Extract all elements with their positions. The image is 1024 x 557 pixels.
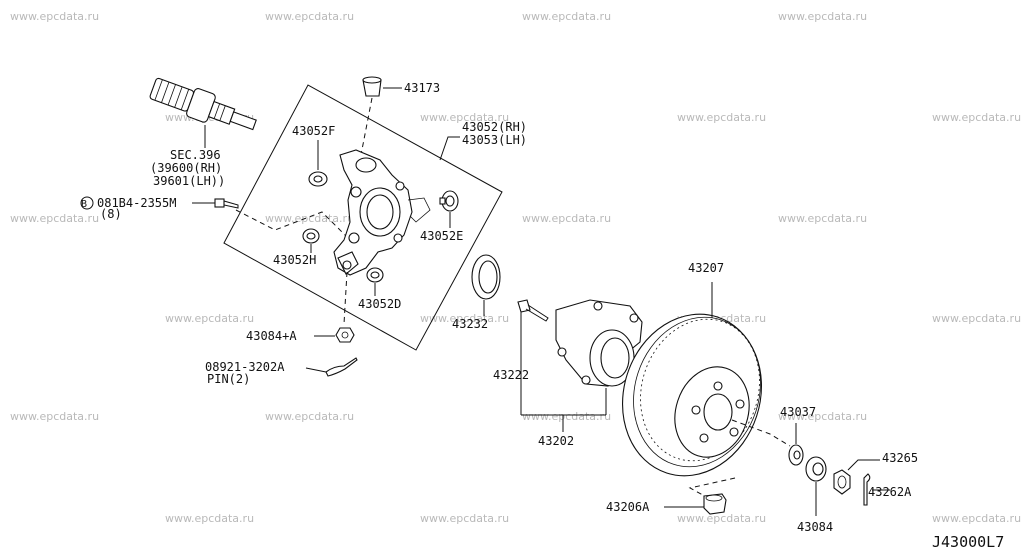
label-43265: 43265 bbox=[882, 451, 918, 465]
nut-43084[interactable] bbox=[805, 456, 827, 516]
label-43262a: 43262A bbox=[868, 485, 912, 499]
label-43052e: 43052E bbox=[420, 229, 463, 243]
watermark: www.epcdata.ru bbox=[10, 410, 99, 423]
seal-43232[interactable] bbox=[471, 254, 501, 316]
watermark: www.epcdata.ru bbox=[522, 10, 611, 23]
label-43222: 43222 bbox=[493, 368, 529, 382]
label-43207: 43207 bbox=[688, 261, 724, 275]
label-43173: 43173 bbox=[404, 81, 440, 95]
diagram-code: J43000L7 bbox=[932, 533, 1004, 551]
brake-disc-43207[interactable] bbox=[602, 282, 782, 494]
label-bolt-b: B bbox=[81, 199, 87, 210]
label-43053-lh: 43053(LH) bbox=[462, 133, 527, 147]
washer-43037[interactable] bbox=[788, 423, 804, 466]
label-sec-396: SEC.396 bbox=[170, 148, 221, 162]
part-43173[interactable] bbox=[362, 76, 402, 97]
label-43052-rh: 43052(RH) bbox=[462, 120, 527, 134]
label-43084: 43084 bbox=[797, 520, 833, 534]
watermark: www.epcdata.ru bbox=[932, 312, 1021, 325]
watermark: www.epcdata.ru bbox=[265, 410, 354, 423]
bushing-43052f[interactable] bbox=[308, 140, 328, 187]
label-43084-a: 43084+A bbox=[246, 329, 297, 343]
drive-shaft[interactable] bbox=[148, 74, 260, 148]
cotter-pin[interactable] bbox=[305, 357, 358, 377]
cotter-pin-43262a[interactable] bbox=[863, 473, 890, 506]
label-43232: 43232 bbox=[452, 317, 488, 331]
label-43202: 43202 bbox=[538, 434, 574, 448]
watermark: www.epcdata.ru bbox=[265, 212, 354, 225]
watermark: www.epcdata.ru bbox=[522, 410, 611, 423]
watermark: www.epcdata.ru bbox=[677, 111, 766, 124]
watermark: www.epcdata.ru bbox=[10, 212, 99, 225]
label-pin: PIN(2) bbox=[207, 372, 250, 386]
watermark: www.epcdata.ru bbox=[677, 512, 766, 525]
label-43052h: 43052H bbox=[273, 253, 316, 267]
watermark: www.epcdata.ru bbox=[522, 212, 611, 225]
watermark: www.epcdata.ru bbox=[420, 512, 509, 525]
lock-cap-43265[interactable] bbox=[833, 459, 880, 495]
hub-assembly-43202[interactable] bbox=[555, 299, 643, 415]
label-43052d: 43052D bbox=[358, 297, 401, 311]
label-pin-part-no: 08921-3202A bbox=[205, 360, 285, 374]
nut-43084-a[interactable] bbox=[314, 327, 355, 343]
watermark: www.epcdata.ru bbox=[778, 212, 867, 225]
bushing-43052e[interactable] bbox=[439, 190, 459, 228]
label-39601-lh: 39601(LH)) bbox=[153, 174, 225, 188]
watermark: www.epcdata.ru bbox=[932, 512, 1021, 525]
knuckle-assembly-frame bbox=[223, 84, 503, 351]
label-bolt-qty: (8) bbox=[100, 207, 122, 221]
label-43206a: 43206A bbox=[606, 500, 650, 514]
watermark: www.epcdata.ru bbox=[265, 10, 354, 23]
watermark: www.epcdata.ru bbox=[778, 10, 867, 23]
bushing-43052d[interactable] bbox=[366, 267, 384, 296]
label-43052f: 43052F bbox=[292, 124, 335, 138]
watermark: www.epcdata.ru bbox=[10, 10, 99, 23]
label-43037: 43037 bbox=[780, 405, 816, 419]
watermark: www.epcdata.ru bbox=[778, 410, 867, 423]
label-bolt: 081B4-2355M bbox=[97, 196, 176, 210]
watermark: www.epcdata.ru bbox=[165, 312, 254, 325]
bushing-43052h[interactable] bbox=[302, 228, 320, 253]
watermark: www.epcdata.ru bbox=[165, 512, 254, 525]
watermark: www.epcdata.ru bbox=[420, 111, 509, 124]
steering-knuckle[interactable] bbox=[333, 149, 431, 276]
watermark: www.epcdata.ru bbox=[932, 111, 1021, 124]
label-39600-rh: (39600(RH) bbox=[150, 161, 222, 175]
hub-bolt-43222[interactable] bbox=[517, 299, 549, 415]
plug-43206a[interactable] bbox=[664, 493, 727, 515]
watermark: www.epcdata.ru bbox=[420, 312, 509, 325]
